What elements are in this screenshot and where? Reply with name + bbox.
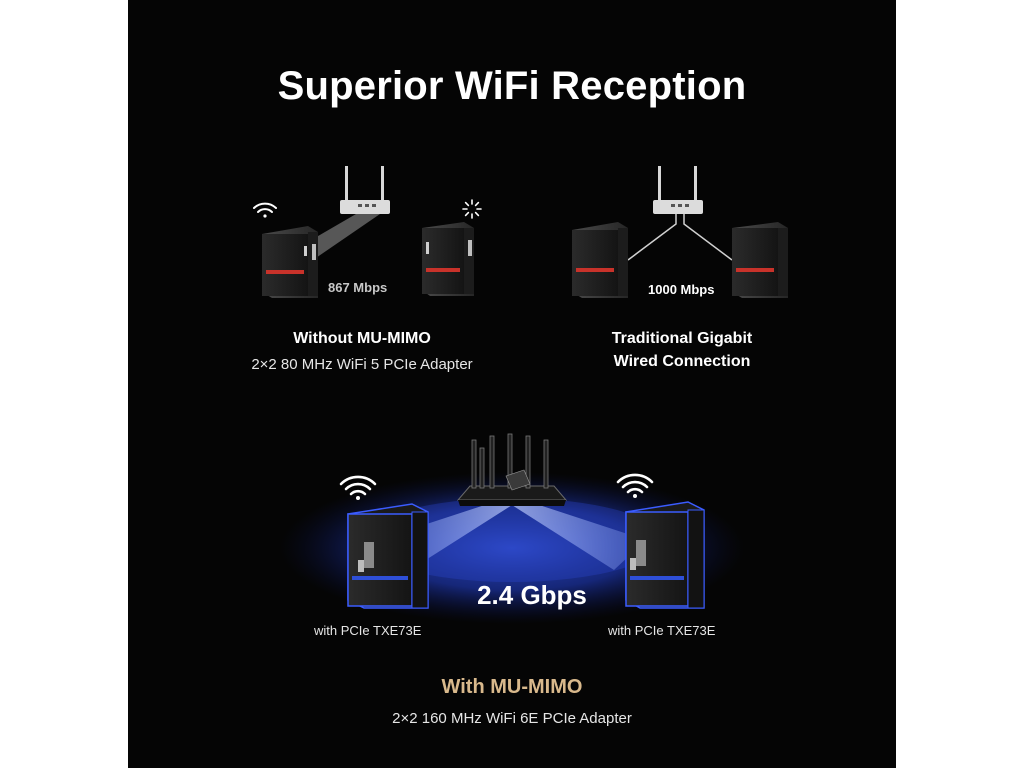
wifi-icon xyxy=(253,202,277,218)
left-caption-subtitle: 2×2 80 MHz WiFi 5 PCIe Adapter xyxy=(251,356,473,373)
illustration-layer xyxy=(253,166,788,624)
signal-beam-right xyxy=(504,500,646,570)
right-scenario xyxy=(572,166,788,298)
router-icon xyxy=(456,433,568,506)
right-speed-label: 1000 Mbps xyxy=(648,282,715,297)
mu-mimo-title: With MU-MIMO xyxy=(441,676,583,698)
mu-mimo-speed-label: 2.4 Gbps xyxy=(477,580,587,610)
desktop-pc-icon xyxy=(347,503,429,609)
left-scenario xyxy=(253,166,482,298)
desktop-pc-icon xyxy=(422,222,474,296)
desktop-pc-icon xyxy=(625,501,705,609)
right-caption-subtitle: Wired Connection xyxy=(613,353,751,370)
ethernet-cable xyxy=(627,214,733,261)
product-infographic: Superior WiFi Reception 867 Mbps 1000 Mb… xyxy=(128,0,896,768)
right-caption-title: Traditional Gigabit xyxy=(611,330,753,347)
desktop-pc-icon xyxy=(262,226,318,298)
desktop-pc-icon xyxy=(572,222,628,298)
pc-right-label: with PCIe TXE73E xyxy=(608,623,716,638)
desktop-pc-icon xyxy=(732,222,788,298)
pc-left-label: with PCIe TXE73E xyxy=(314,623,422,638)
loading-spinner-icon xyxy=(462,199,482,219)
mu-mimo-scenario xyxy=(280,433,744,624)
router-icon xyxy=(653,166,703,214)
mu-mimo-subtitle: 2×2 160 MHz WiFi 6E PCIe Adapter xyxy=(392,710,632,727)
wifi-icon xyxy=(616,473,654,498)
router-icon xyxy=(340,166,390,214)
left-caption-title: Without MU-MIMO xyxy=(293,330,431,347)
page-title: Superior WiFi Reception xyxy=(277,64,747,108)
wifi-icon xyxy=(339,475,377,500)
left-speed-label: 867 Mbps xyxy=(328,280,388,295)
